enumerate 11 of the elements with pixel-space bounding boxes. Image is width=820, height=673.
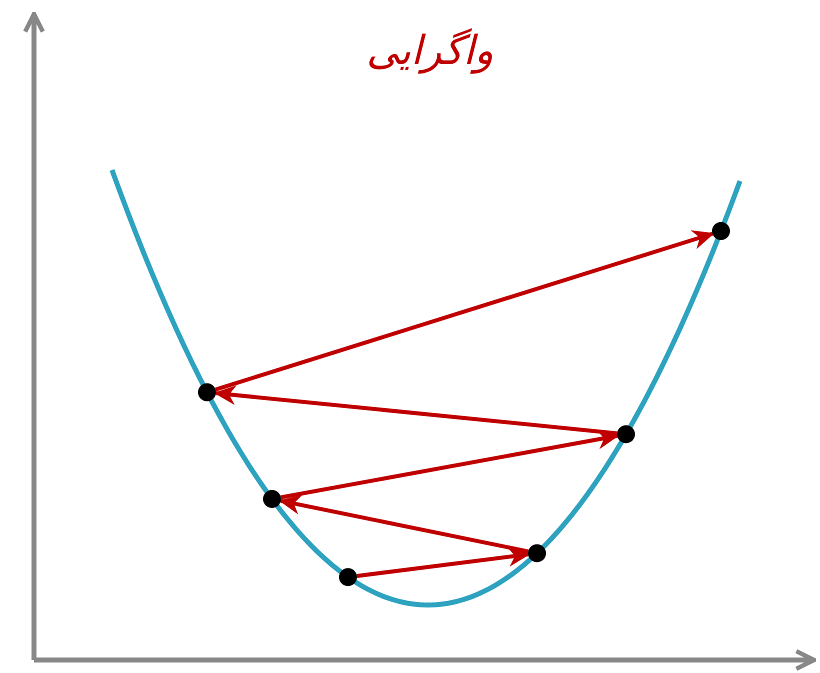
chart-title: واگرایی [365,28,495,74]
point-dot [339,568,357,586]
point-dot [617,425,635,444]
arrow [214,385,618,436]
point-dot [528,544,546,562]
point-dot [263,490,281,508]
arrow [356,547,530,578]
arrow [215,230,714,392]
arrow [278,495,529,554]
point-dot [712,222,730,240]
point-dot [198,383,216,402]
